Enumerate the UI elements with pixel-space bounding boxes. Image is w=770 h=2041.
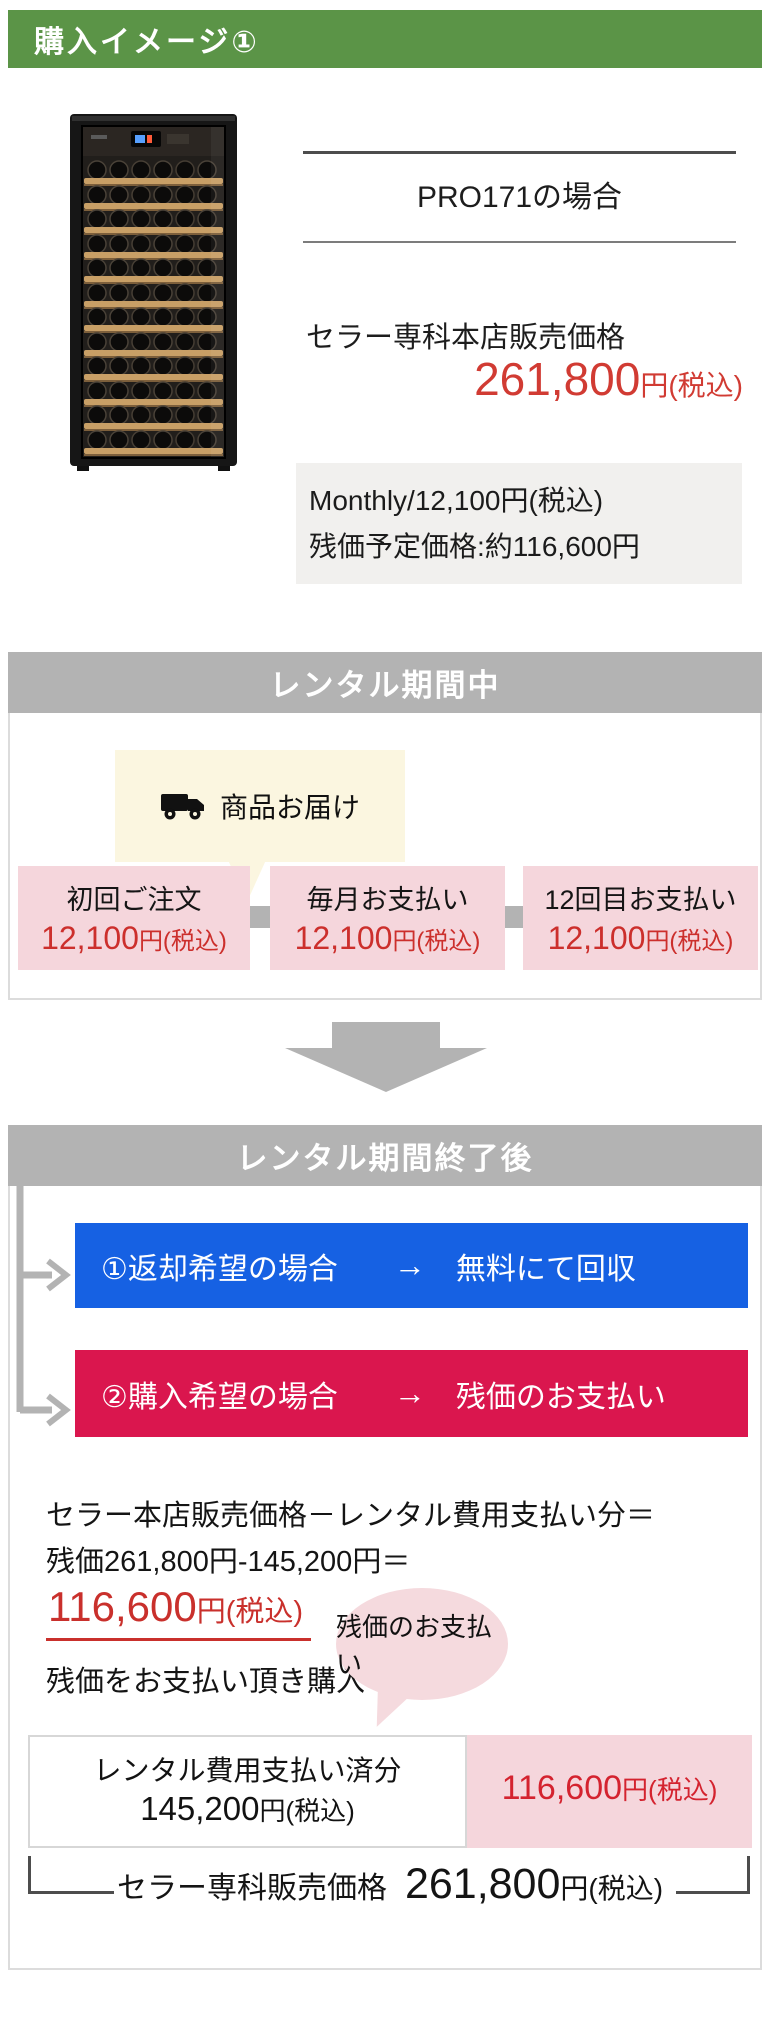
total-bracket-right	[747, 1856, 750, 1894]
option-result: 無料にて回収	[455, 1252, 636, 1286]
step-price-unit: 円(税込)	[392, 928, 481, 955]
monthly-info-box: Monthly/12,100円(税込) 残価予定価格:約116,600円	[296, 463, 742, 584]
right-arrow-icon: →	[393, 1375, 426, 1411]
total-price-unit: 円(税込)	[560, 1873, 664, 1904]
store-price-unit: 円(税込)	[640, 370, 743, 401]
step-price: 12,100円(税込)	[523, 920, 758, 957]
rental-paid-cell: レンタル費用支払い済分 145,200円(税込)	[28, 1735, 467, 1848]
rental-period-header-label: レンタル期間中	[269, 668, 501, 703]
divider-top	[303, 151, 736, 154]
step-label: 12回目お支払い	[544, 885, 737, 915]
residual-payment-balloon: 残価のお支払い	[336, 1588, 508, 1700]
residual-cell-value: 116,600	[501, 1769, 623, 1807]
divider-bottom	[303, 241, 736, 243]
total-price-value: 261,800	[404, 1860, 561, 1908]
total-price-label: セラー専科販売価格	[116, 1872, 387, 1905]
step-price: 12,100円(税込)	[270, 920, 505, 957]
option-case: ②購入希望の場合	[101, 1380, 338, 1414]
page-title-bar: 購入イメージ①	[8, 10, 762, 68]
rental-paid-value: 145,200	[140, 1790, 260, 1827]
option-result: 残価のお支払い	[455, 1380, 666, 1414]
rental-paid-unit: 円(税込)	[259, 1796, 355, 1826]
formula-line-2: 残価261,800円-145,200円＝	[46, 1546, 411, 1578]
option-return-box: ①返却希望の場合 → 無料にて回収	[75, 1223, 748, 1308]
step-price-value: 12,100	[41, 920, 139, 956]
step-connector	[250, 906, 270, 928]
step-price-value: 12,100	[547, 920, 646, 956]
residual-result-unit: 円(税込)	[196, 1596, 304, 1628]
step-label: 毎月お支払い	[306, 885, 469, 915]
residual-result-value: 116,600	[48, 1583, 197, 1630]
rental-paid-label: レンタル費用支払い済分	[93, 1755, 402, 1786]
right-arrow-icon: →	[393, 1247, 426, 1283]
step-monthly-payment: 毎月お支払い 12,100円(税込)	[270, 866, 505, 970]
purchase-note: 残価をお支払い頂き購入	[46, 1666, 366, 1698]
after-rental-header: レンタル期間終了後	[8, 1125, 762, 1186]
delivery-bubble: 商品お届け	[115, 750, 405, 862]
option-case: ①返却希望の場合	[101, 1252, 338, 1286]
total-bracket-line-left	[28, 1891, 114, 1894]
total-bracket-line-right	[676, 1891, 750, 1894]
branch-bracket	[16, 1186, 71, 1427]
rental-paid-price: 145,200円(税込)	[30, 1790, 465, 1828]
step-price-value: 12,100	[294, 920, 393, 956]
store-price-value: 261,800	[474, 353, 641, 405]
step-label: 初回ご注文	[66, 885, 202, 915]
wine-cellar-product-image	[70, 114, 237, 471]
step-connector	[505, 906, 523, 928]
page-title: 購入イメージ①	[34, 26, 260, 59]
down-arrow-icon	[285, 1022, 487, 1092]
rental-period-header: レンタル期間中	[8, 652, 762, 713]
model-case-heading: PRO171の場合	[416, 181, 623, 214]
truck-icon	[160, 794, 204, 820]
step-price-unit: 円(税込)	[645, 928, 734, 955]
residual-forecast-line: 残価予定価格:約116,600円	[309, 531, 640, 562]
delivery-label: 商品お届け	[219, 792, 360, 823]
residual-cell-unit: 円(税込)	[622, 1775, 718, 1805]
step-first-order: 初回ご注文 12,100円(税込)	[18, 866, 250, 970]
option-purchase-box: ②購入希望の場合 → 残価のお支払い	[75, 1350, 748, 1437]
formula-line-1: セラー本店販売価格－レンタル費用支払い分＝	[46, 1500, 656, 1532]
store-price-label: セラー専科本店販売価格	[306, 322, 626, 354]
total-bracket-left	[28, 1856, 31, 1894]
after-rental-header-label: レンタル期間終了後	[236, 1141, 534, 1176]
step-price: 12,100円(税込)	[18, 920, 250, 957]
balloon-label: 残価のお支払い	[336, 1612, 493, 1679]
step-price-unit: 円(税込)	[138, 928, 227, 955]
step-12th-payment: 12回目お支払い 12,100円(税込)	[523, 866, 758, 970]
monthly-price-line: Monthly/12,100円(税込)	[309, 485, 604, 516]
